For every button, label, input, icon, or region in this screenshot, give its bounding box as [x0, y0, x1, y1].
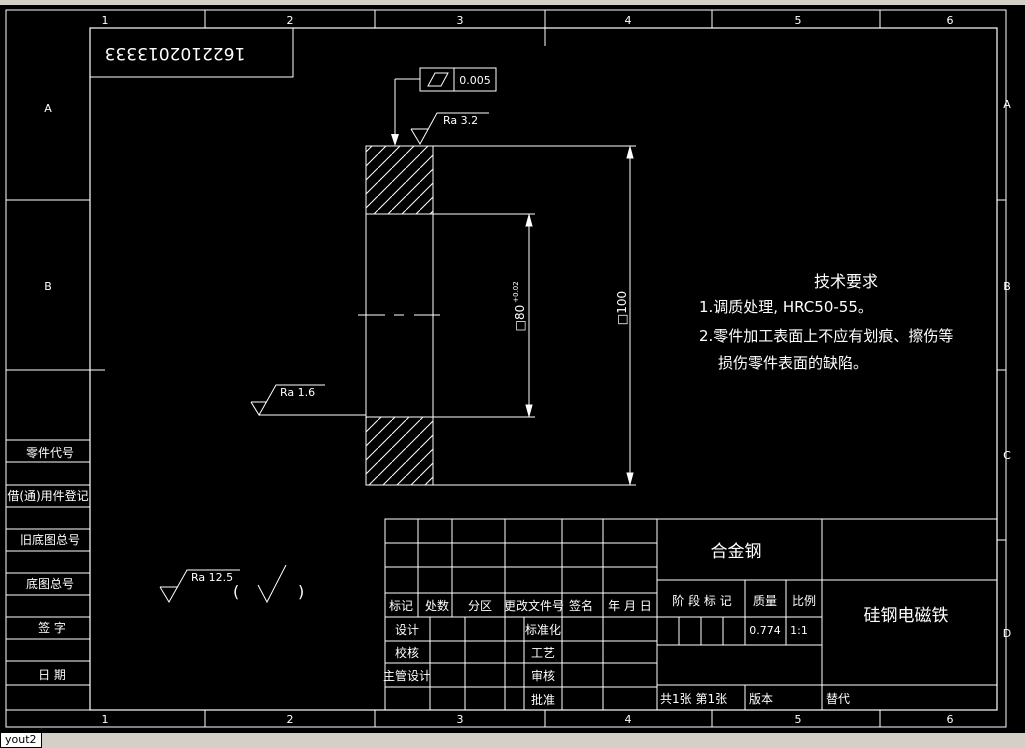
flatness-leader-arrow [391, 134, 399, 146]
outer-frame [5, 9, 1007, 728]
side-label-grid [5, 439, 91, 711]
roughness-paren-close: ) [298, 582, 304, 601]
rev-header-count: 处数 [425, 598, 449, 613]
tech-req-line-2: 2.零件加工表面上不应有划痕、擦伤等 [699, 327, 953, 345]
rev-header-mark: 标记 [389, 599, 413, 613]
tech-req-line-3: 损伤零件表面的缺陷。 [718, 354, 868, 372]
zone-col-6-bottom: 6 [947, 713, 954, 726]
mass-label: 质量 [753, 594, 777, 608]
rev-header-date: 年 月 日 [608, 599, 652, 613]
drawing-canvas: 1 2 3 4 5 6 1 2 3 4 5 6 A B A B C D 1622… [5, 9, 1011, 728]
sheet-info: 共1张 第1张 [660, 692, 727, 706]
stage-mark-label: 阶 段 标 记 [672, 593, 731, 608]
roughness-general-label: Ra 12.5 [191, 571, 233, 584]
sign-mid-review: 审核 [531, 668, 555, 683]
zone-row-a-right: A [1003, 98, 1011, 111]
zone-col-5-bottom: 5 [795, 713, 802, 726]
zone-row-a-left: A [44, 102, 52, 115]
zone-col-4-bottom: 4 [625, 713, 632, 726]
menu-strip [0, 0, 1025, 5]
roughness-top-label: Ra 3.2 [443, 114, 478, 127]
tech-req-line-1: 1.调质处理, HRC50-55。 [699, 298, 873, 316]
zone-col-1-bottom: 1 [102, 713, 109, 726]
side-label-borrow-register: 借(通)用件登记 [7, 488, 88, 503]
tech-req-title: 技术要求 [814, 272, 878, 291]
sign-mid-process: 工艺 [531, 646, 555, 660]
roughness-left-label: Ra 1.6 [280, 386, 315, 399]
version-label: 版本 [749, 692, 773, 706]
rev-header-sign: 签名 [569, 598, 593, 613]
sign-role-design: 设计 [395, 623, 419, 637]
flatness-frame [394, 67, 497, 138]
dimension-outer [626, 145, 634, 486]
layout-tab[interactable]: yout2 [0, 733, 42, 748]
zone-col-3-bottom: 3 [457, 713, 464, 726]
layout-tab-bar: yout2 [0, 733, 1025, 748]
sign-mid-approve: 批准 [531, 692, 555, 707]
zone-col-5-top: 5 [795, 14, 802, 27]
drawing-number: 1622102013333 [105, 43, 246, 63]
dimension-inner [525, 213, 533, 418]
dim-inner-label: □80 [513, 305, 527, 332]
side-label-base-no: 底图总号 [26, 576, 74, 591]
sign-role-chief: 主管设计 [383, 668, 431, 683]
zone-row-b-left: B [44, 280, 52, 293]
roughness-left-symbol [250, 384, 366, 416]
zone-col-2-bottom: 2 [287, 713, 294, 726]
roughness-general-symbol [159, 564, 287, 604]
rev-header-zone: 分区 [468, 599, 492, 613]
dim-outer-label: □100 [615, 291, 629, 325]
side-label-date: 日 期 [38, 668, 66, 682]
material: 合金钢 [711, 542, 762, 562]
mass-value: 0.774 [749, 624, 781, 637]
title-block-grid [384, 518, 998, 711]
rev-header-doc-no: 更改文件号 [504, 598, 564, 613]
flatness-value: 0.005 [459, 74, 491, 87]
zone-row-d-right: D [1003, 627, 1011, 640]
drawing-number-box [89, 27, 294, 78]
scale-label: 比例 [792, 594, 816, 608]
zone-col-4-top: 4 [625, 14, 632, 27]
side-label-signature: 签 字 [38, 620, 66, 635]
side-label-old-base: 旧底图总号 [20, 532, 80, 547]
part-section [365, 145, 636, 486]
zone-col-3-top: 3 [457, 14, 464, 27]
zone-dividers [6, 10, 1006, 727]
sign-mid-standard: 标准化 [525, 623, 561, 637]
scale-value: 1:1 [790, 624, 808, 637]
zone-col-1-top: 1 [102, 14, 109, 27]
sign-role-check: 校核 [395, 645, 419, 660]
part-name: 硅钢电磁铁 [864, 606, 949, 626]
zone-row-b-right: B [1003, 280, 1011, 293]
zone-col-2-top: 2 [287, 14, 294, 27]
replace-label: 替代 [826, 692, 850, 706]
roughness-top-symbol [410, 112, 489, 146]
roughness-paren-open: ( [233, 582, 239, 601]
zone-col-6-top: 6 [947, 14, 954, 27]
dim-inner-tolerance: +0.02 [512, 281, 520, 302]
side-label-part-code: 零件代号 [26, 446, 74, 460]
zone-row-c-right: C [1003, 449, 1011, 462]
